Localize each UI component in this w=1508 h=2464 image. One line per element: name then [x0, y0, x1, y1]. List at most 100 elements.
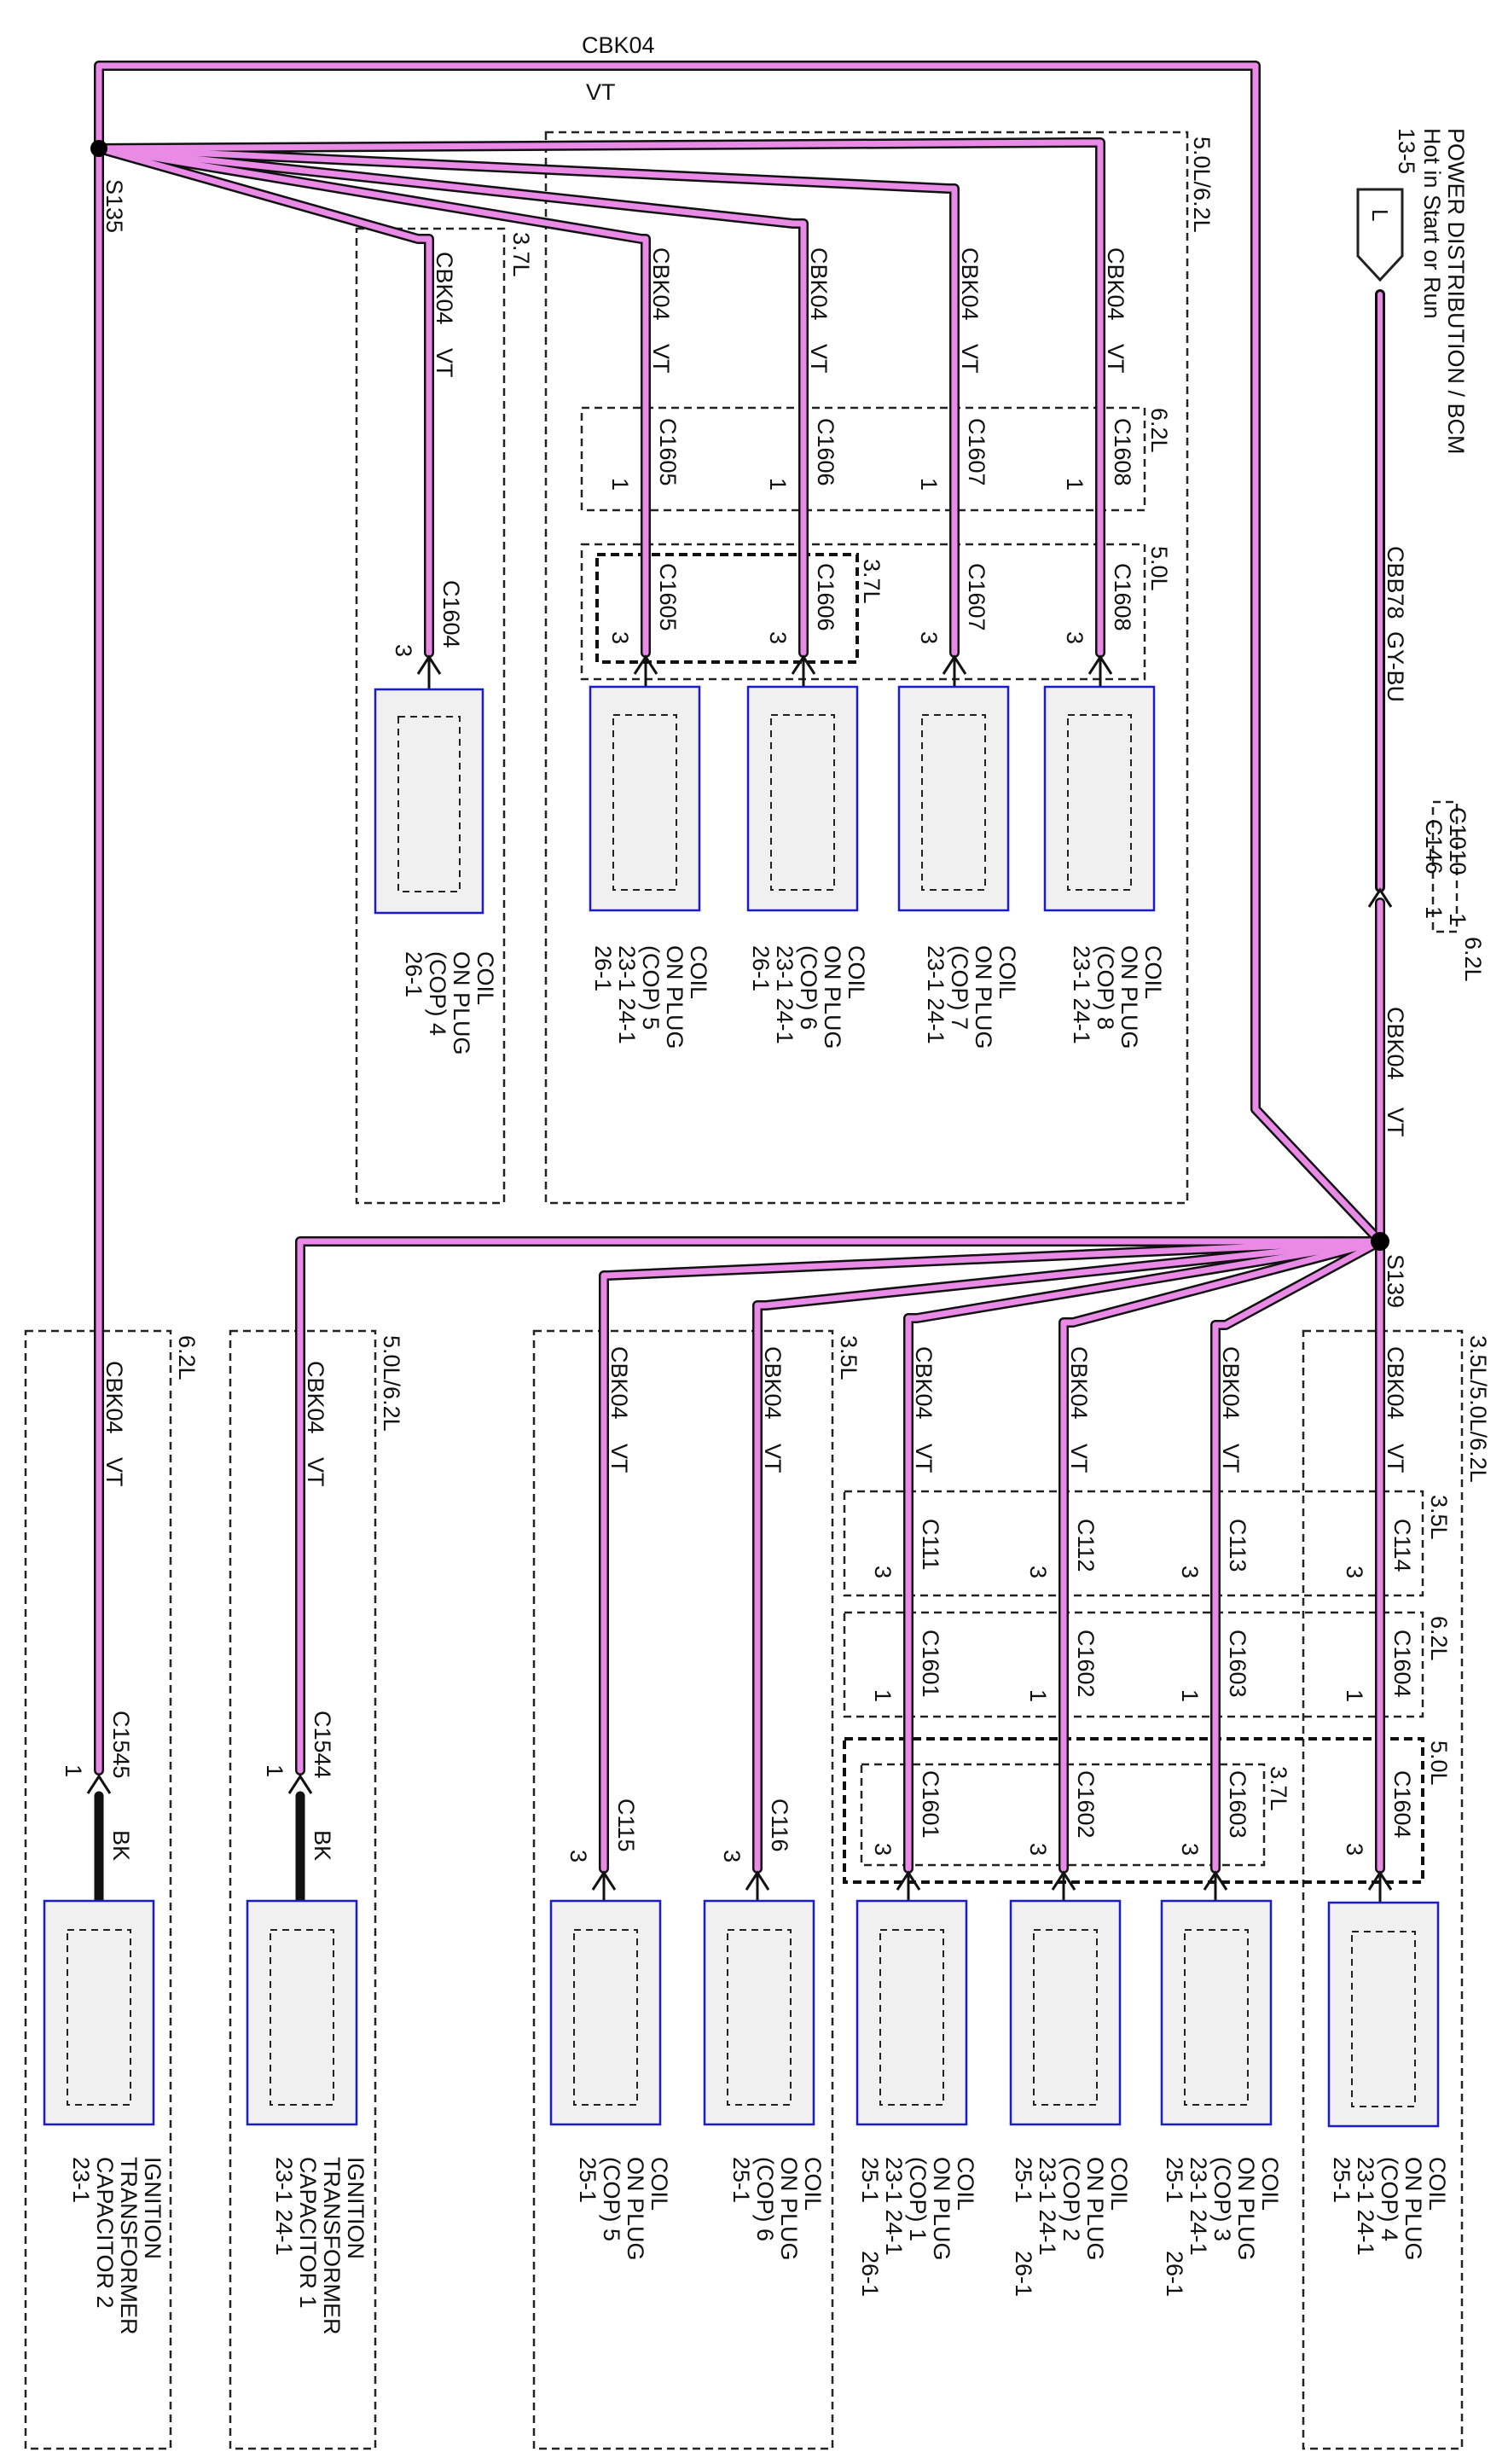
- cop6-top-inner: [770, 714, 835, 891]
- engine-label-6.2l-row: 6.2L: [1426, 1616, 1452, 1661]
- connector-c112: C112: [1073, 1519, 1099, 1572]
- itc2-line1: IGNITION: [140, 2157, 165, 2259]
- cop7-line1: COIL: [995, 945, 1020, 999]
- cop5-top-line1: COIL: [686, 945, 711, 999]
- enclosure-5.0l-c1601-c1604: [843, 1737, 1424, 1884]
- connector-c1601-50l: C1601: [918, 1770, 943, 1839]
- cop6-bottom-page: 25-1: [728, 2157, 754, 2203]
- cop2-line2: ON PLUG: [1082, 2157, 1108, 2261]
- coil-on-plug-cop6-bottom: [703, 1899, 815, 2126]
- enclosure-3.7l-cop4: [355, 227, 506, 1205]
- engine-label-3.7l-upper: 3.7L: [859, 559, 884, 604]
- cop4-top-page: 26-1: [401, 951, 426, 997]
- enclosure-5.0l-c1605-c1608: [580, 543, 1146, 681]
- wire-label-cbk04-itc1: CBK04: [303, 1361, 328, 1434]
- engine-label-6.2l-upper: 6.2L: [1146, 408, 1172, 453]
- cop4-top-line2: ON PLUG: [449, 951, 474, 1055]
- cop8-inner: [1067, 714, 1132, 891]
- pin-3-c1605: 3: [607, 631, 633, 644]
- engine-label-3.5l-cop5-6: 3.5L: [836, 1335, 861, 1380]
- enclosure-3.7l-c1605-c1606: [595, 553, 859, 664]
- engine-label-5.0l-6.2l-itc1: 5.0L/6.2L: [379, 1335, 404, 1432]
- cop3-inner: [1184, 1929, 1249, 2106]
- wire-label-cbk04-c1604-top: CBK04: [432, 252, 457, 325]
- wire-label-cbk04-cop3: CBK04: [1218, 1346, 1244, 1420]
- splice-s135: [90, 140, 107, 157]
- cop4-bottom-pages: 23-1 24-1: [1353, 2157, 1378, 2256]
- cop8-line1: COIL: [1140, 945, 1166, 999]
- pin-3-c1604-top: 3: [391, 644, 416, 657]
- connector-c1605-50l: C1605: [655, 563, 681, 631]
- cop3-pages: 23-1 24-1: [1186, 2157, 1211, 2256]
- cop4-bottom-line3: (COP) 4: [1377, 2157, 1402, 2241]
- cop2-line3: (COP) 2: [1058, 2157, 1084, 2241]
- cop4-top-line1: COIL: [473, 951, 498, 1005]
- terminal-c1601-bottom: [896, 1870, 921, 1904]
- cop4-bottom-line1: COIL: [1424, 2157, 1450, 2211]
- wire-s139-cop1: [903, 1236, 1385, 1874]
- terminal-c1607-top: [942, 654, 967, 689]
- ignition-transformer-capacitor-1: [246, 1899, 358, 2126]
- cop3-line3: (COP) 3: [1209, 2157, 1235, 2241]
- cop6-bottom-inner: [727, 1929, 792, 2106]
- wire-label-cbk04-c116: CBK04: [760, 1346, 786, 1420]
- cop1-line2: ON PLUG: [929, 2157, 954, 2261]
- coil-on-plug-cop4-37l: [374, 688, 484, 915]
- wire-label-cbk04-c1606: CBK04: [806, 247, 832, 321]
- engine-label-3.7l-row: 3.7L: [1266, 1766, 1291, 1811]
- cop6-top-pages: 23-1 24-1: [772, 945, 798, 1044]
- connector-c1608-50l: C1608: [1110, 563, 1135, 631]
- connector-c116: C116: [767, 1799, 792, 1852]
- splice-s135-label: S135: [102, 179, 127, 233]
- wire-label-cbk04-c115: CBK04: [606, 1346, 632, 1420]
- connector-c1606-50l: C1606: [813, 563, 838, 631]
- connector-c1601-62l: C1601: [918, 1630, 943, 1698]
- cop4-bottom-page25: 25-1: [1329, 2157, 1354, 2203]
- pin-l: L: [1367, 209, 1393, 221]
- cop6-bottom-line2: ON PLUG: [776, 2157, 802, 2261]
- cop3-page25: 25-1: [1162, 2157, 1187, 2203]
- coil-on-plug-cop6-top: [746, 685, 859, 912]
- top-wire-circuit: CBK04: [582, 32, 655, 58]
- terminal-c1603-bottom: [1203, 1870, 1228, 1904]
- cop2-line1: COIL: [1106, 2157, 1132, 2211]
- cop5-top-line2: ON PLUG: [662, 945, 687, 1049]
- wire-color-vt-cop4: VT: [1383, 1444, 1408, 1473]
- connector-c1603-50l: C1603: [1225, 1770, 1250, 1839]
- itc1-line1: IGNITION: [343, 2157, 368, 2259]
- c1010-label: C1010: [1445, 807, 1470, 875]
- wire-label-cbk04-c1605: CBK04: [648, 247, 674, 321]
- coil-on-plug-cop4-bottom: [1327, 1901, 1440, 2128]
- pin-3-c1607: 3: [916, 631, 942, 644]
- pin-3-c1606: 3: [765, 631, 791, 644]
- engine-label-3.5l-row: 3.5L: [1426, 1495, 1452, 1540]
- wire-label-cbk04-cop1: CBK04: [911, 1346, 937, 1420]
- pin-3-c113: 3: [1177, 1566, 1203, 1578]
- connector-c113: C113: [1225, 1519, 1250, 1572]
- enclosure-6.2l-itc2: [24, 1329, 172, 2450]
- cop2-pages: 23-1 24-1: [1035, 2157, 1060, 2256]
- terminal-c1545: [86, 1774, 112, 1794]
- cop1-page25: 25-1: [857, 2157, 883, 2203]
- engine-label-3.5l-5.0l-6.2l: 3.5L/5.0L/6.2L: [1465, 1335, 1491, 1483]
- terminal-c116: [745, 1870, 770, 1904]
- pin-1-c1602-62l: 1: [1025, 1689, 1051, 1702]
- power-distribution-connector: [1356, 188, 1404, 282]
- cop5-top-inner: [612, 714, 677, 891]
- cop5-bottom-page: 25-1: [575, 2157, 600, 2203]
- enclosure-3.5l-c111-c114: [843, 1490, 1424, 1597]
- cop4-bottom-inner: [1351, 1931, 1416, 2107]
- cop7-line3: (COP) 7: [947, 945, 972, 1030]
- cop5-top-pages: 23-1 24-1: [614, 945, 640, 1044]
- wire-color-vt-c115: VT: [606, 1444, 632, 1473]
- wire-color-vt-cop2: VT: [1066, 1444, 1092, 1473]
- wire-color-bk-itc2: BK: [108, 1830, 134, 1861]
- connector-c114: C114: [1389, 1519, 1415, 1572]
- wire-color-vt-c1608: VT: [1103, 344, 1128, 374]
- top-wire-color: VT: [586, 79, 616, 105]
- itc1-pages: 23-1 24-1: [271, 2157, 297, 2256]
- coil-on-plug-cop5-top: [589, 685, 701, 912]
- pin-1-c1544: 1: [262, 1764, 287, 1777]
- terminal-c115: [591, 1870, 617, 1904]
- connector-c1604-top: C1604: [438, 580, 464, 648]
